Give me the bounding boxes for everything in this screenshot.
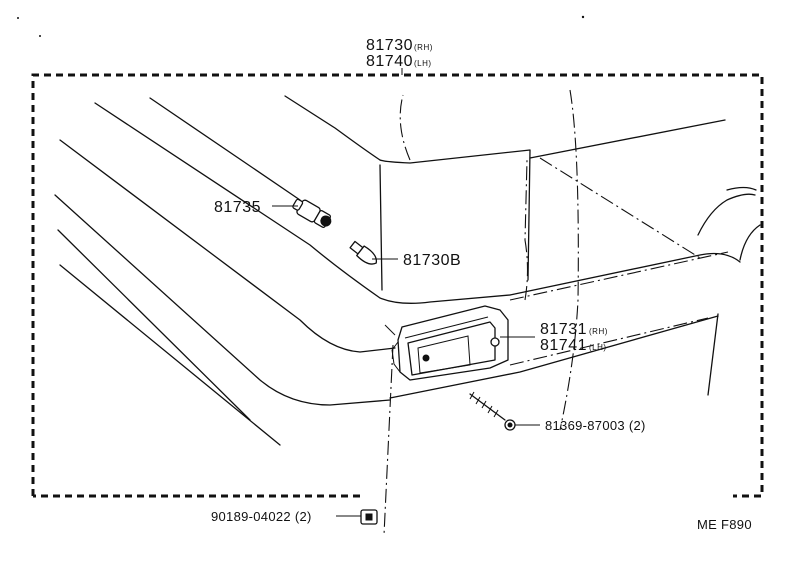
bulb-socket-part-no: 81735 [214, 199, 261, 216]
assembly-part-no-rh: 81730(RH) [366, 37, 433, 54]
assembly-frame [31, 73, 764, 498]
screw-part-no: 81369-87003 (2) [545, 418, 646, 433]
clip-nut-part-no: 90189-04022 (2) [211, 509, 312, 524]
bulb-part-no: 81730B [403, 252, 461, 269]
lens-part-no-lh: 81741(LH) [540, 337, 607, 354]
assembly-part-no-lh: 81740(LH) [366, 53, 432, 70]
wedge-bulb [349, 240, 378, 265]
mounting-screw [469, 391, 516, 431]
figure-reference: ME F890 [697, 517, 752, 532]
scan-specks [17, 15, 585, 37]
leader-lines [272, 205, 540, 517]
side-marker-lamp [384, 305, 509, 381]
clip-nut [360, 509, 378, 525]
lens-part-no-rh: 81731(RH) [540, 321, 608, 338]
install-line [383, 344, 394, 536]
bulb-socket [292, 198, 332, 228]
vehicle-body-outline [54, 89, 761, 446]
